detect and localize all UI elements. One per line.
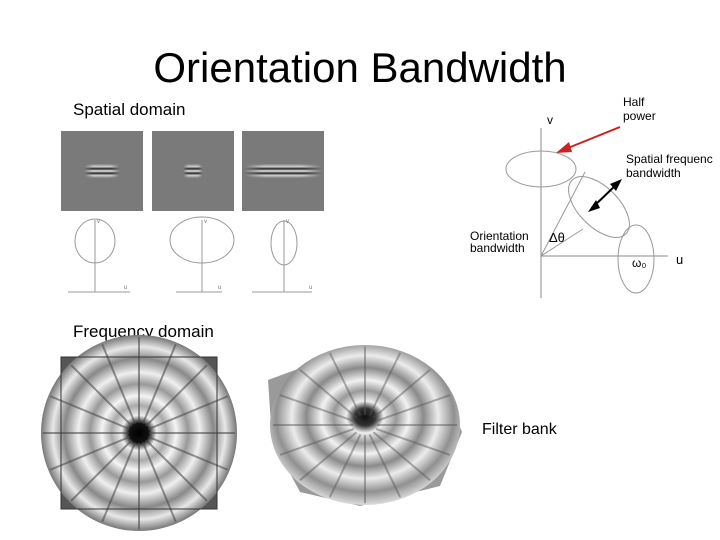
orientation-diagram	[505, 128, 668, 298]
filter-spoke	[328, 352, 362, 417]
filter-spoke	[147, 435, 229, 471]
filter-spoke	[375, 394, 451, 423]
filter-spoke	[101, 343, 137, 425]
filter-bank-2d-image	[41, 335, 237, 531]
small-v-label-3: v	[286, 219, 289, 225]
filter-spoke	[372, 368, 431, 419]
filter-bank-3d-surface	[268, 345, 462, 506]
filter-spoke	[145, 364, 208, 427]
filter-spoke	[368, 433, 402, 498]
freq-plot-small-1	[68, 218, 130, 293]
small-u-label-2: u	[218, 285, 221, 291]
spatial-freq-bw-label-1: Spatial frequenc	[626, 152, 713, 166]
delta-theta-label: Δθ	[549, 230, 565, 245]
filter-spoke	[279, 427, 355, 456]
gabor-thumbnail-3	[242, 131, 324, 211]
filter-spoke	[372, 431, 431, 482]
gabor-thumbnail-2	[152, 131, 234, 211]
frequency-domain-label: Frequency domain	[73, 322, 214, 341]
filter-spoke	[368, 352, 402, 417]
filter-spoke	[101, 441, 137, 523]
freq-plot-small-3	[252, 220, 312, 293]
u-axis-label: u	[676, 252, 683, 267]
small-u-label-3: u	[309, 285, 312, 291]
page-title: Orientation Bandwidth	[153, 44, 567, 91]
small-v-label-2: v	[204, 219, 207, 225]
filter-spoke	[147, 395, 229, 431]
small-v-label-1: v	[97, 219, 100, 225]
filter-bank-label: Filter bank	[482, 421, 558, 438]
omega0-label: ω₀	[632, 256, 646, 270]
v-axis-label: v	[547, 113, 553, 127]
gabor-thumbnail-1	[61, 131, 143, 211]
spatial-freq-bw-label-2: bandwidth	[626, 166, 681, 180]
spatial-domain-label: Spatial domain	[73, 100, 186, 119]
filter-spoke	[141, 441, 177, 523]
filter-spoke	[49, 395, 131, 431]
small-u-label-1: u	[124, 285, 127, 291]
filter-spoke	[70, 439, 133, 502]
filter-spoke	[299, 368, 358, 419]
half-power-label-2: power	[623, 109, 656, 123]
filter-spoke	[70, 364, 133, 427]
filter-spoke	[279, 394, 355, 423]
freq-plot-small-2	[169, 216, 235, 293]
filter-spoke	[328, 433, 362, 498]
half-power-arrow	[556, 126, 621, 153]
half-power-label-1: Half	[623, 95, 645, 109]
filter-spoke	[299, 431, 358, 482]
orientation-bw-label-1: Orientation	[470, 229, 529, 243]
filter-spoke	[141, 343, 177, 425]
filter-spoke	[145, 439, 208, 502]
orientation-bw-label-2: bandwidth	[470, 241, 525, 255]
filter-spoke	[375, 427, 451, 456]
filter-spoke	[49, 435, 131, 471]
